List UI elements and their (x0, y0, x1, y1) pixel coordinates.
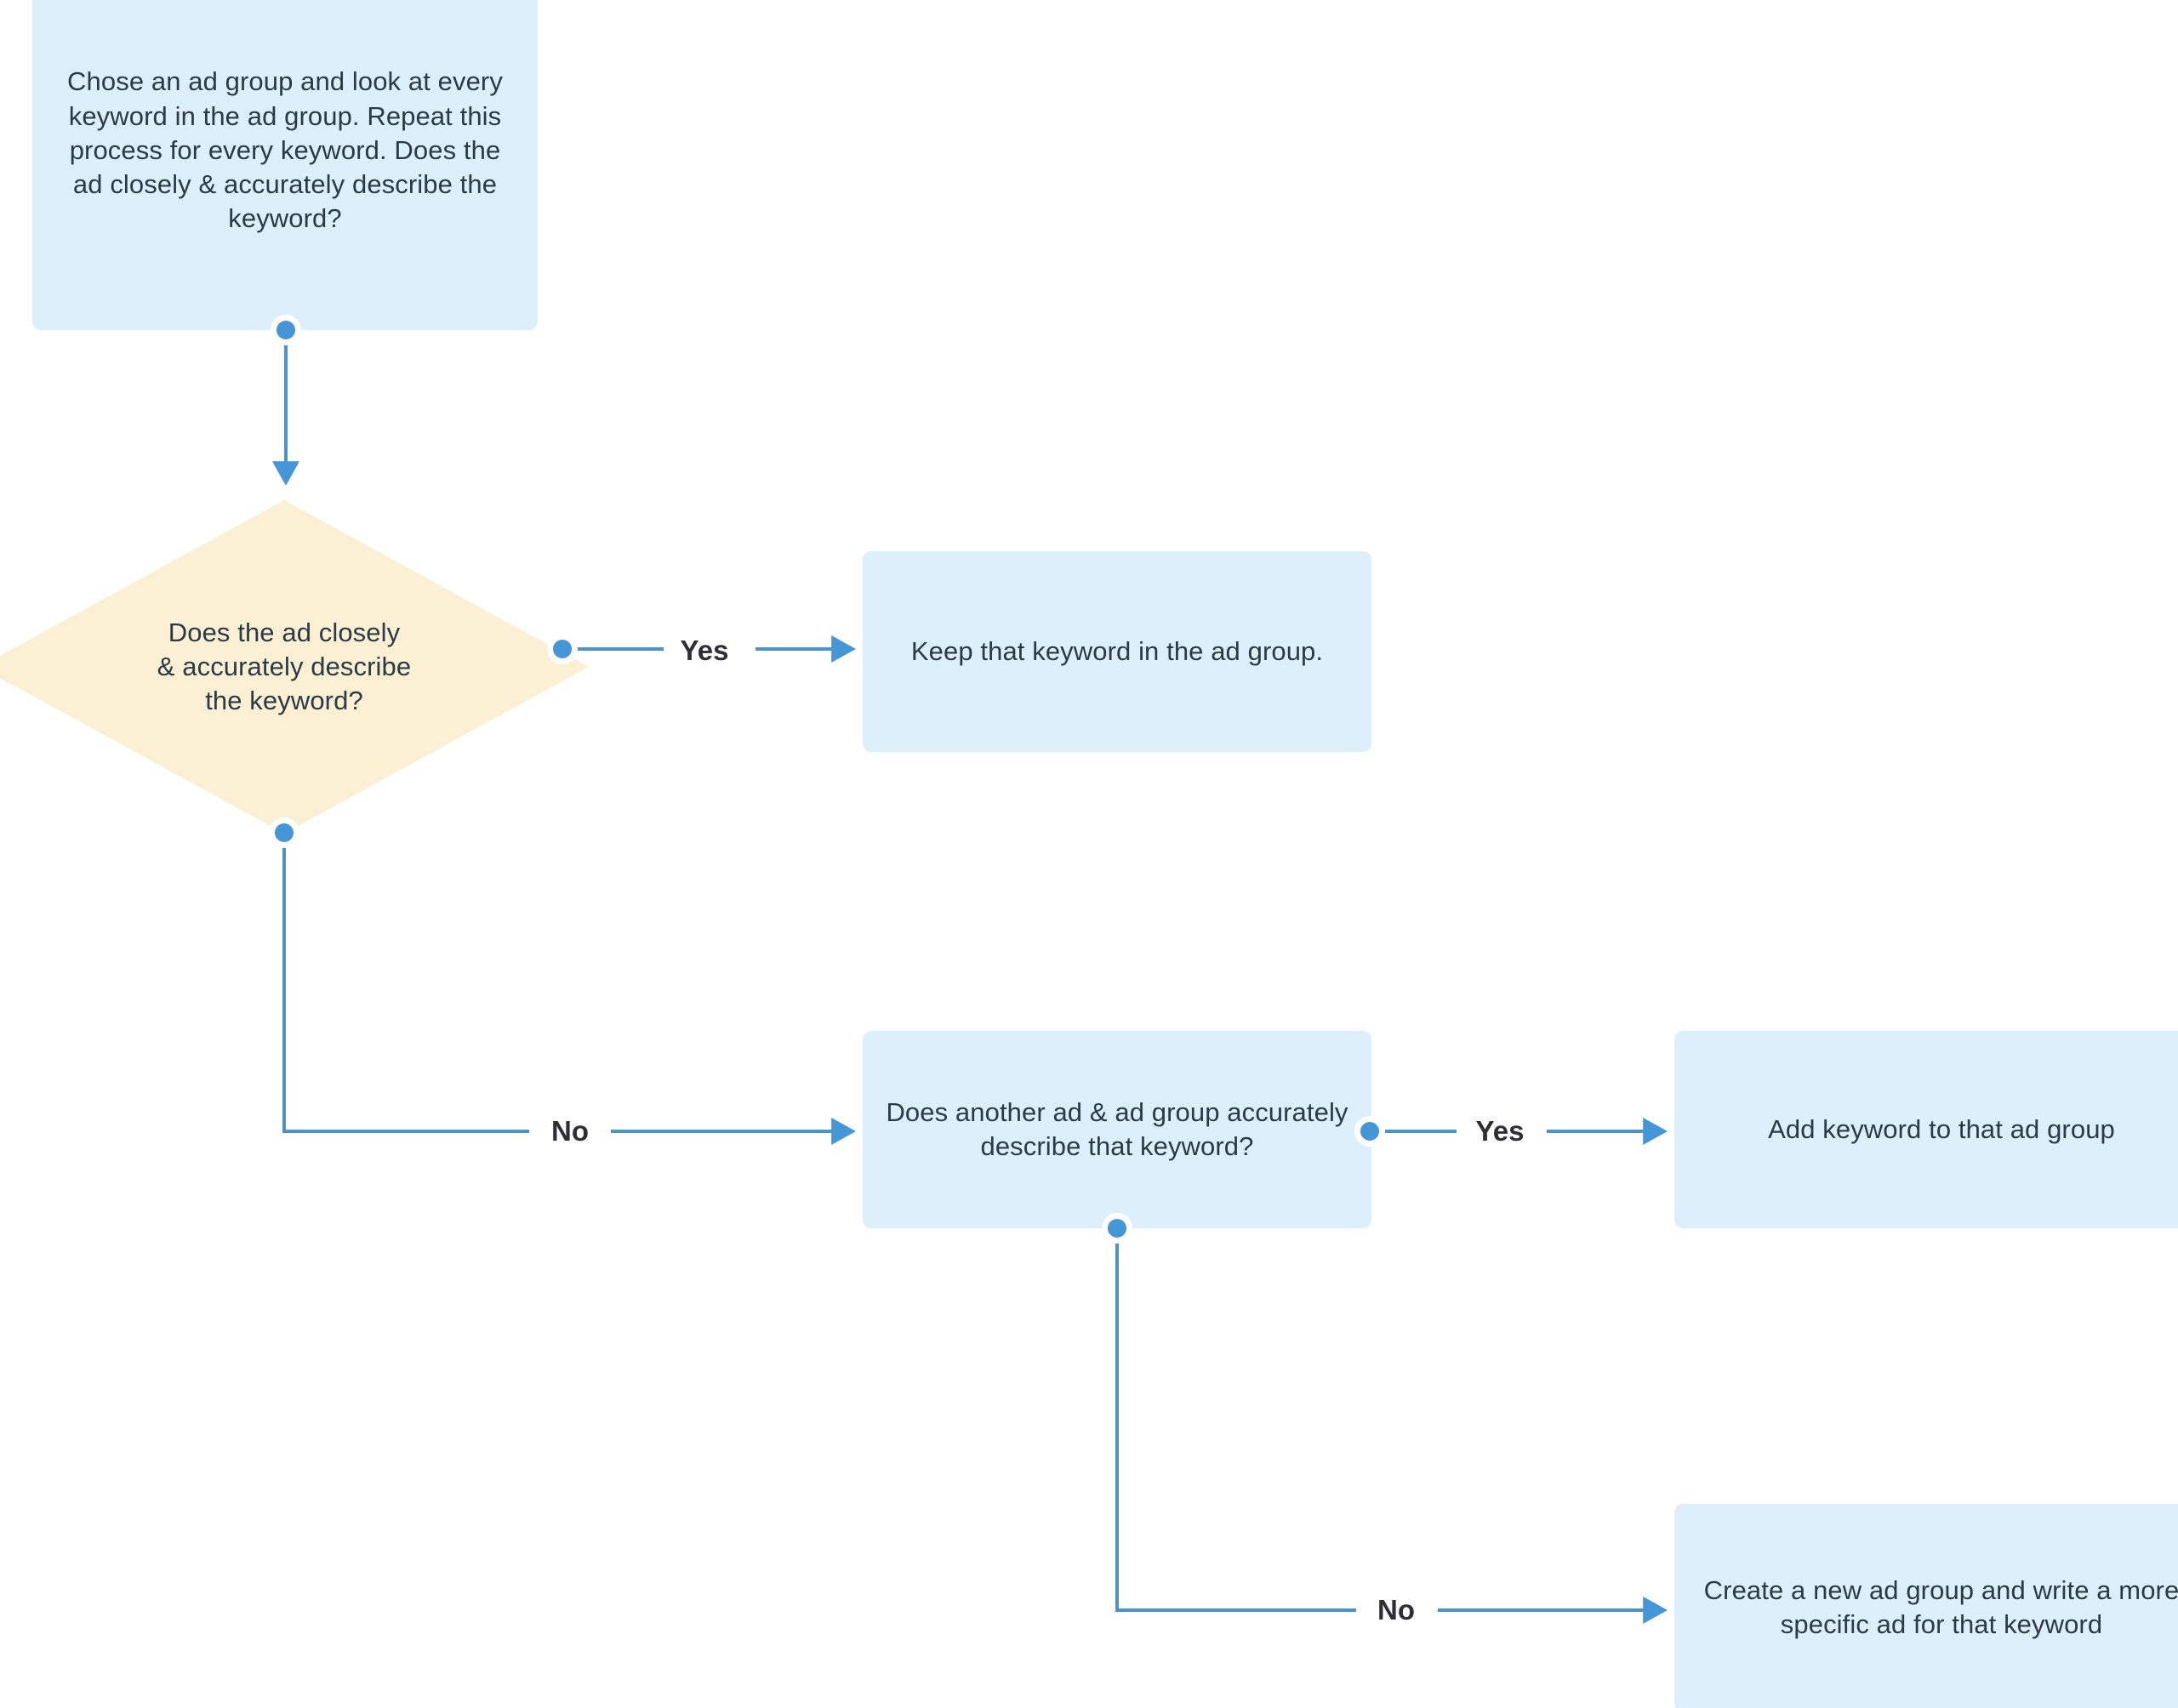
edge-label-decision2-yes: Yes (1475, 1115, 1525, 1147)
node-decision-2[interactable]: Does another ad & ad group accurately de… (863, 1031, 1371, 1228)
connector-dot-decision2-bottom[interactable] (1108, 1219, 1126, 1238)
edge-label-decision1-yes: Yes (680, 635, 729, 666)
connector-dot-decision2-right[interactable] (1360, 1122, 1379, 1141)
edge-decision1-no (282, 840, 856, 1145)
node-add-keyword[interactable]: Add keyword to that ad group (1674, 1031, 2178, 1228)
node-decision-1-label: Does the ad closely & accurately describ… (157, 617, 412, 716)
edge-label-decision2-no: No (1377, 1594, 1415, 1625)
edge-decision2-no (1115, 1236, 1668, 1624)
edge-label-decision1-no: No (551, 1115, 589, 1147)
node-add-keyword-label: Add keyword to that ad group (1768, 1113, 2115, 1144)
connector-dot-decision1-right[interactable] (553, 640, 572, 658)
node-start[interactable]: Chose an ad group and look at every keyw… (32, 0, 538, 330)
node-decision-2-label: Does another ad & ad group accurately de… (886, 1096, 1348, 1161)
connector-dot-start-bottom[interactable] (277, 321, 295, 339)
node-decision-1[interactable]: Does the ad closely & accurately describ… (0, 500, 589, 834)
connector-dot-decision1-bottom[interactable] (275, 823, 294, 842)
node-start-label: Chose an ad group and look at every keyw… (67, 66, 503, 234)
node-keep-keyword[interactable]: Keep that keyword in the ad group. (863, 551, 1371, 752)
node-keep-keyword-label: Keep that keyword in the ad group. (910, 635, 1324, 666)
node-create-ad-group-label: Create a new ad group and write a more s… (1703, 1574, 2178, 1639)
node-create-ad-group[interactable]: Create a new ad group and write a more s… (1674, 1504, 2178, 1708)
